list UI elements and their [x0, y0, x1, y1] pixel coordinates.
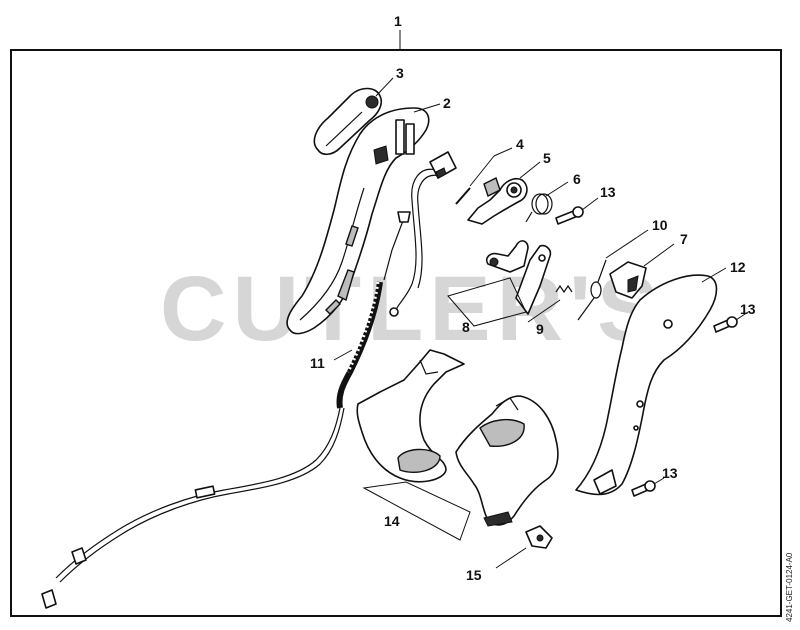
leader-13-bottom	[653, 477, 665, 485]
pin-part	[455, 187, 471, 205]
leader-6	[545, 181, 569, 197]
strap-bracket-left-part	[356, 349, 465, 483]
leader-11	[333, 349, 353, 361]
throttle-cable-part	[41, 211, 411, 609]
leader-4	[469, 155, 495, 187]
screw-part-13-top	[555, 206, 584, 225]
spring-part-9	[555, 284, 573, 294]
callout-13-right: 13	[740, 301, 756, 317]
leader-12	[701, 267, 727, 283]
leader-13-top	[581, 197, 599, 211]
leader-9	[527, 299, 561, 323]
leader-7	[643, 243, 675, 267]
callout-10: 10	[652, 217, 668, 233]
leader-13-right	[735, 311, 749, 321]
lever-cap-part	[313, 87, 383, 156]
document-reference: 4241-GET-0124-A0	[785, 552, 794, 622]
assembly-frame	[10, 49, 782, 617]
torsion-spring-part-10	[577, 259, 607, 321]
leader-14	[362, 481, 471, 541]
callout-13-bottom: 13	[662, 465, 678, 481]
handle-shell-part	[575, 274, 718, 496]
leader-5	[519, 161, 541, 179]
callout-3: 3	[396, 65, 404, 81]
callout-6: 6	[573, 171, 581, 187]
screw-part-13-right	[713, 316, 738, 333]
leader-2	[413, 103, 441, 113]
screw-part-13-bottom	[631, 480, 656, 497]
callout-14: 14	[384, 513, 400, 529]
callout-12: 12	[730, 259, 746, 275]
callout-5: 5	[543, 150, 551, 166]
throttle-lever-part	[467, 177, 528, 225]
callout-1: 1	[394, 13, 402, 29]
callout-8: 8	[462, 319, 470, 335]
leader-4b	[493, 147, 513, 157]
leader-3	[375, 77, 394, 97]
callout-11: 11	[310, 355, 325, 371]
watermark-text: CUTLER'S	[160, 258, 664, 360]
leader-8	[447, 277, 527, 327]
handle-molding-part	[286, 107, 430, 335]
callout-13-top: 13	[600, 184, 616, 200]
strap-bracket-right-part	[455, 395, 559, 527]
wiring-harness-part	[389, 151, 457, 317]
callout-9: 9	[536, 321, 544, 337]
callout-2: 2	[443, 95, 451, 111]
callout-7: 7	[680, 231, 688, 247]
slide-part	[609, 261, 647, 299]
callout-15: 15	[466, 567, 482, 583]
leader-15	[495, 547, 527, 569]
callout-4: 4	[516, 136, 524, 152]
screw-part-15	[525, 525, 553, 549]
leader-10	[605, 229, 649, 259]
torsion-spring-part-6	[525, 193, 553, 223]
trigger-interlock-part	[485, 240, 552, 315]
